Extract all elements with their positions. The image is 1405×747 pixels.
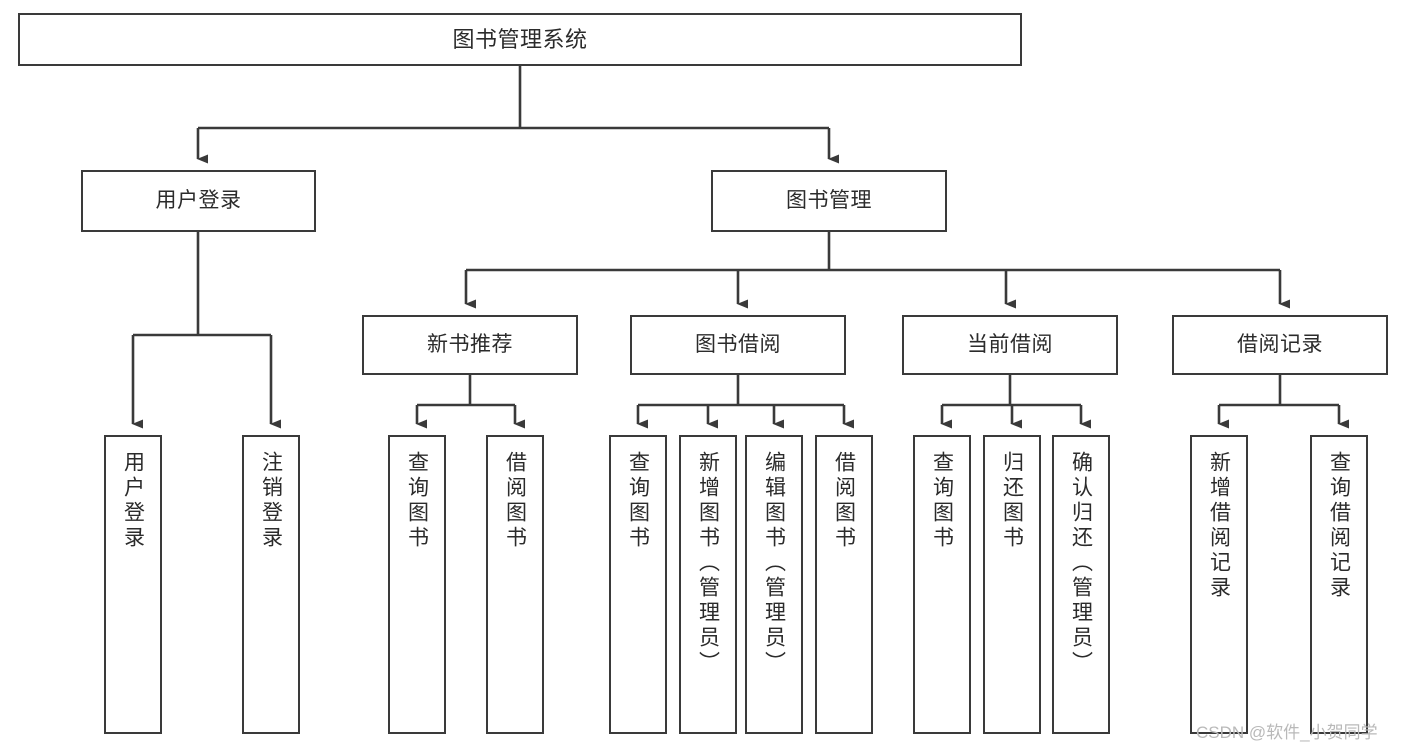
node-logout-leaf[interactable]: 注销登录 <box>242 435 300 734</box>
node-borrow-record[interactable]: 借阅记录 <box>1172 315 1388 375</box>
node-confirm-return-admin[interactable]: 确认归还（管理员） <box>1052 435 1110 734</box>
node-query-book-current[interactable]: 查询图书 <box>913 435 971 734</box>
node-label: 图书管理系统 <box>452 26 588 52</box>
node-label: 查询图书 <box>930 451 954 551</box>
node-label: 借阅记录 <box>1237 332 1323 356</box>
node-label: 注销登录 <box>259 451 283 551</box>
node-label: 当前借阅 <box>967 332 1053 356</box>
node-label: 新增图书（管理员） <box>696 451 720 676</box>
node-book-borrow[interactable]: 图书借阅 <box>630 315 846 375</box>
node-query-borrow-record[interactable]: 查询借阅记录 <box>1310 435 1368 734</box>
node-label: 图书管理 <box>786 188 872 212</box>
node-label: 确认归还（管理员） <box>1069 451 1093 676</box>
node-root-root[interactable]: 图书管理系统 <box>18 13 1022 66</box>
node-label: 借阅图书 <box>503 451 527 551</box>
node-borrow-book[interactable]: 借阅图书 <box>815 435 873 734</box>
node-current-borrow[interactable]: 当前借阅 <box>902 315 1118 375</box>
node-label: 新增借阅记录 <box>1207 451 1231 601</box>
node-label: 归还图书 <box>1000 451 1024 551</box>
node-label: 借阅图书 <box>832 451 856 551</box>
node-label: 新书推荐 <box>427 332 513 356</box>
node-return-book[interactable]: 归还图书 <box>983 435 1041 734</box>
node-label: 查询图书 <box>626 451 650 551</box>
node-query-book-recommend[interactable]: 查询图书 <box>388 435 446 734</box>
node-user-login-leaf[interactable]: 用户登录 <box>104 435 162 734</box>
node-label: 用户登录 <box>155 188 242 212</box>
node-add-book-admin[interactable]: 新增图书（管理员） <box>679 435 737 734</box>
node-label: 图书借阅 <box>695 332 781 356</box>
node-borrow-book-recommend[interactable]: 借阅图书 <box>486 435 544 734</box>
node-label: 编辑图书（管理员） <box>762 451 786 676</box>
node-edit-book-admin[interactable]: 编辑图书（管理员） <box>745 435 803 734</box>
node-label: 查询借阅记录 <box>1327 451 1351 601</box>
node-user-login[interactable]: 用户登录 <box>81 170 316 232</box>
node-book-manage[interactable]: 图书管理 <box>711 170 947 232</box>
node-new-book-recommend[interactable]: 新书推荐 <box>362 315 578 375</box>
node-add-borrow-record[interactable]: 新增借阅记录 <box>1190 435 1248 734</box>
node-query-book-borrow[interactable]: 查询图书 <box>609 435 667 734</box>
node-label: 用户登录 <box>121 451 145 551</box>
node-label: 查询图书 <box>405 451 429 551</box>
